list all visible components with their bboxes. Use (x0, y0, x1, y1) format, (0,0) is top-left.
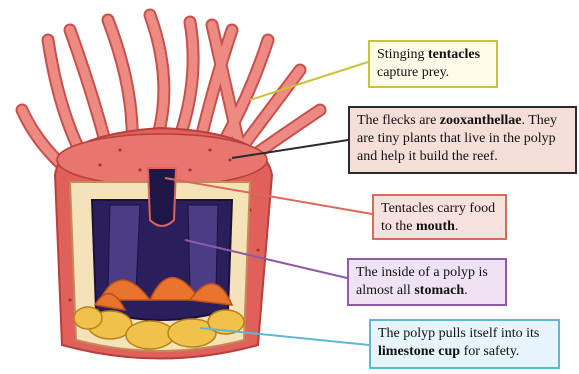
callout-limestone-pre: The polyp pulls itself into its (378, 326, 539, 341)
callout-zooxanthellae: The flecks are zooxanthellae. They are t… (348, 106, 577, 174)
callout-zooxanthellae-pre: The flecks are (357, 113, 440, 128)
callout-tentacles-pre: Stinging (377, 47, 428, 62)
callout-tentacles: Stinging tentacles capture prey. (368, 40, 498, 88)
callout-tentacles-bold: tentacles (428, 47, 480, 62)
callout-mouth-post: . (455, 219, 459, 234)
callout-limestone-bold: limestone cup (378, 344, 460, 359)
leader-tentacles (250, 62, 368, 100)
callout-tentacles-post: capture prey. (377, 65, 449, 80)
callout-mouth: Tentacles carry food to the mouth. (372, 194, 507, 240)
callout-stomach: The inside of a polyp is almost all stom… (347, 258, 507, 306)
callout-limestone-cup: The polyp pulls itself into its limeston… (369, 319, 560, 369)
callout-zooxanthellae-bold: zooxanthellae (440, 113, 522, 128)
callout-limestone-post: for safety. (460, 344, 519, 359)
callout-stomach-post: . (464, 283, 468, 298)
callout-stomach-bold: stomach (414, 283, 464, 298)
callout-mouth-bold: mouth (416, 219, 455, 234)
mouth (148, 168, 176, 226)
